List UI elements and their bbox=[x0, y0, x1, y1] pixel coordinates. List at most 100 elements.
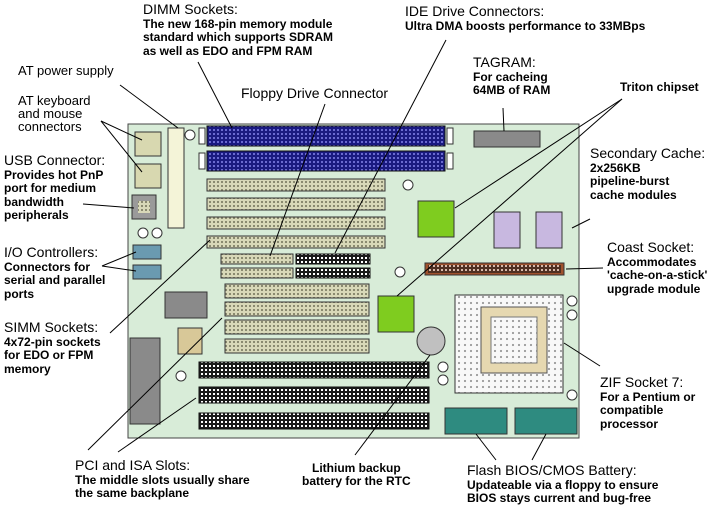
label-line: 64MB of RAM bbox=[473, 83, 551, 98]
label-lithium-battery: Lithium backup battery for the RTC bbox=[302, 461, 411, 489]
label-line: bandwidth bbox=[4, 194, 64, 209]
coast-pins bbox=[428, 265, 561, 273]
label-usb: USB Connector: Provides hot PnP port for… bbox=[4, 152, 105, 222]
label-pci-isa-slots: PCI and ISA Slots: The middle slots usua… bbox=[75, 457, 250, 501]
label-line: peripherals bbox=[4, 207, 69, 222]
mounting-hole bbox=[566, 295, 578, 307]
label-line: The new 168-pin memory module bbox=[143, 16, 333, 31]
floppy-connector-2 bbox=[220, 267, 294, 279]
simm-socket bbox=[206, 216, 386, 230]
label-line: 2x256KB bbox=[590, 160, 641, 175]
leader-line bbox=[82, 203, 135, 209]
label-line: Triton chipset bbox=[620, 80, 699, 94]
pci-slot bbox=[224, 283, 370, 299]
leader-line bbox=[197, 61, 233, 129]
label-line: Provides hot PnP bbox=[4, 167, 104, 182]
label-line: BIOS stays current and bug-free bbox=[467, 491, 652, 506]
label-title: Coast Socket: bbox=[607, 239, 695, 255]
label-line: The middle slots usually share bbox=[75, 472, 250, 487]
cpu-core bbox=[490, 316, 538, 364]
label-title: PCI and ISA Slots: bbox=[75, 457, 191, 473]
label-line: the same backplane bbox=[75, 486, 190, 501]
triton-chipset-south bbox=[377, 295, 415, 333]
label-title: ZIF Socket 7: bbox=[600, 374, 684, 390]
label-line: connectors bbox=[18, 119, 82, 134]
label-line: For a Pentium or bbox=[600, 389, 696, 404]
leader-line bbox=[269, 103, 326, 257]
dimm-latch bbox=[198, 152, 206, 170]
label-line: and mouse bbox=[18, 106, 83, 121]
leader-line bbox=[100, 120, 143, 173]
label-line: ports bbox=[4, 286, 34, 301]
floppy-connector bbox=[220, 253, 294, 265]
leader-lines bbox=[82, 39, 623, 461]
mounting-hole bbox=[137, 227, 149, 239]
label-line: 'cache-on-a-stick' bbox=[607, 268, 708, 283]
leader-line bbox=[502, 107, 505, 132]
dimm-socket bbox=[206, 125, 446, 147]
label-line: Updateable via a floppy to ensure bbox=[467, 477, 659, 492]
dimm-socket bbox=[206, 150, 446, 172]
label-line: Ultra DMA boosts performance to 33MBps bbox=[405, 18, 646, 33]
leader-line bbox=[563, 342, 601, 367]
label-line: 4x72-pin sockets bbox=[4, 334, 101, 349]
mounting-hole bbox=[566, 309, 578, 321]
flash-bios-chip bbox=[444, 407, 508, 435]
label-line: standard which supports SDRAM bbox=[143, 30, 334, 45]
leader-line bbox=[101, 265, 137, 272]
label-zif-socket: ZIF Socket 7: For a Pentium or compatibl… bbox=[600, 374, 696, 431]
label-io-controllers: I/O Controllers: Connectors for serial a… bbox=[4, 244, 106, 301]
leader-line bbox=[571, 218, 591, 229]
dimm-latch bbox=[198, 127, 206, 145]
ide-connector-primary bbox=[295, 253, 371, 265]
label-title: DIMM Sockets: bbox=[143, 1, 238, 17]
leader-line bbox=[565, 267, 604, 270]
keyboard-connector bbox=[134, 131, 162, 157]
label-title: TAGRAM: bbox=[473, 54, 536, 70]
pci-slot bbox=[224, 319, 370, 335]
label-ide-connectors: IDE Drive Connectors: Ultra DMA boosts p… bbox=[405, 3, 646, 33]
label-line: Connectors for bbox=[4, 259, 91, 274]
label-tagram: TAGRAM: For cacheing 64MB of RAM bbox=[473, 54, 551, 98]
leader-line bbox=[475, 433, 497, 461]
label-line: Accommodates bbox=[607, 254, 697, 269]
mounting-hole bbox=[566, 389, 578, 401]
label-line: compatible bbox=[600, 403, 664, 418]
mounting-hole bbox=[402, 179, 414, 191]
usb-pins bbox=[138, 201, 150, 213]
cmos-battery-chip bbox=[514, 407, 578, 435]
leader-line bbox=[87, 317, 223, 451]
label-coast-socket: Coast Socket: Accommodates 'cache-on-a-s… bbox=[607, 239, 708, 296]
label-flash-bios: Flash BIOS/CMOS Battery: Updateable via … bbox=[467, 462, 659, 506]
mounting-hole bbox=[184, 129, 196, 141]
label-line: serial and parallel bbox=[4, 273, 106, 288]
label-secondary-cache: Secondary Cache: 2x256KB pipeline-burst … bbox=[590, 145, 705, 202]
leader-line bbox=[396, 98, 623, 297]
cache-module bbox=[535, 211, 563, 249]
leader-line bbox=[454, 98, 623, 209]
label-floppy: Floppy Drive Connector bbox=[241, 85, 389, 102]
label-at-keyboard: AT keyboard and mouse connectors bbox=[18, 94, 91, 133]
at-power-connector bbox=[167, 127, 185, 229]
label-line: pipeline-burst bbox=[590, 174, 670, 189]
mounting-hole bbox=[175, 370, 187, 382]
triton-chipset-north bbox=[417, 200, 455, 238]
pci-slot bbox=[224, 301, 370, 317]
io-controller-serial bbox=[132, 244, 162, 260]
leader-line bbox=[100, 120, 143, 141]
mounting-hole bbox=[437, 361, 449, 373]
mounting-hole bbox=[437, 374, 449, 386]
label-line: Lithium backup bbox=[312, 461, 401, 475]
isa-slot bbox=[198, 361, 430, 379]
label-line: cache modules bbox=[590, 187, 677, 202]
simm-socket bbox=[206, 235, 386, 249]
label-title: Floppy Drive Connector bbox=[241, 85, 389, 101]
label-dimm-sockets: DIMM Sockets: The new 168-pin memory mod… bbox=[143, 1, 334, 58]
label-triton-chipset: Triton chipset bbox=[620, 80, 699, 94]
label-line: memory bbox=[4, 361, 51, 376]
label-at-power: AT power supply bbox=[18, 63, 114, 79]
leader-line bbox=[334, 39, 447, 254]
label-title: IDE Drive Connectors: bbox=[405, 3, 545, 19]
simm-socket bbox=[206, 197, 386, 211]
